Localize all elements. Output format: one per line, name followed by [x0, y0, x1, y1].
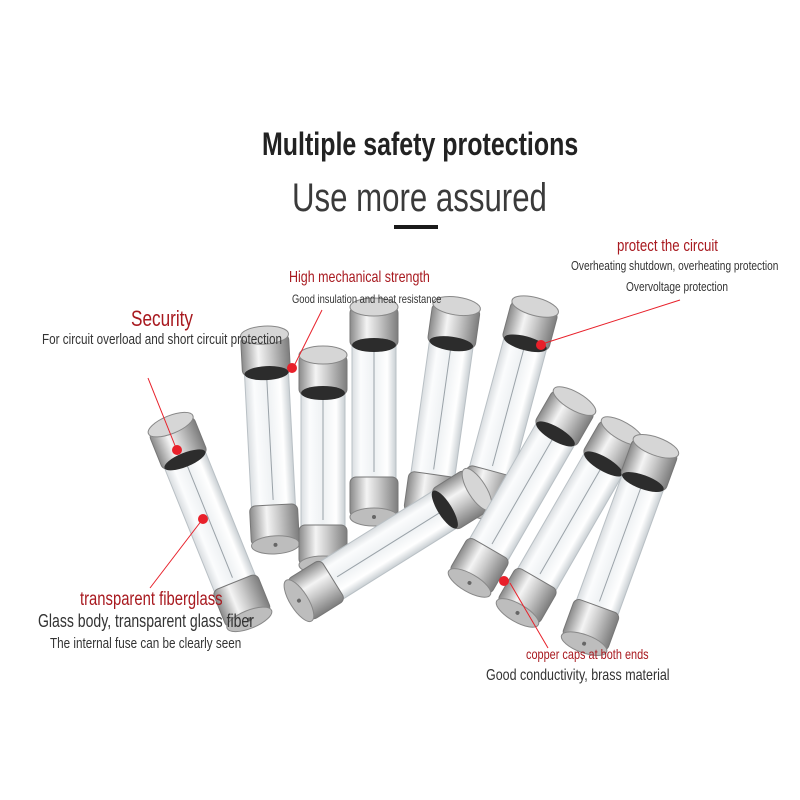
marker-caps: [499, 576, 509, 586]
fuse-3: [349, 297, 399, 527]
callout-protect-detail-2: Overvoltage protection: [626, 279, 729, 294]
marker-security: [172, 445, 182, 455]
callout-protect-detail-1: Overheating shutdown, overheating protec…: [571, 258, 779, 273]
callout-caps-detail: Good conductivity, brass material: [486, 667, 670, 684]
callout-glass-heading: transparent fiberglass: [80, 589, 223, 610]
fuse-2: [298, 345, 348, 575]
fuse-1: [239, 324, 301, 556]
callout-security-heading: Security: [131, 306, 193, 331]
marker-strength: [287, 363, 297, 373]
leader-protect: [541, 299, 681, 345]
callout-protect-heading: protect the circuit: [617, 236, 718, 255]
marker-protect: [536, 340, 546, 350]
leader-security: [147, 377, 177, 449]
leader-strength: [293, 309, 323, 367]
callout-security-detail: For circuit overload and short circuit p…: [42, 331, 282, 348]
callout-strength-heading: High mechanical strength: [289, 269, 430, 286]
callout-strength-detail: Good insulation and heat resistance: [292, 292, 442, 306]
callout-glass-detail-2: The internal fuse can be clearly seen: [50, 635, 242, 652]
page-subtitle: Use more assured: [292, 176, 547, 220]
page-title: Multiple safety protections: [262, 126, 579, 162]
leader-caps: [509, 582, 549, 649]
callout-glass-detail-1: Glass body, transparent glass fiber: [38, 611, 254, 631]
callout-caps-heading: copper caps at both ends: [526, 646, 649, 662]
title-divider: [394, 225, 438, 229]
marker-glass: [198, 514, 208, 524]
leader-glass: [149, 519, 203, 589]
